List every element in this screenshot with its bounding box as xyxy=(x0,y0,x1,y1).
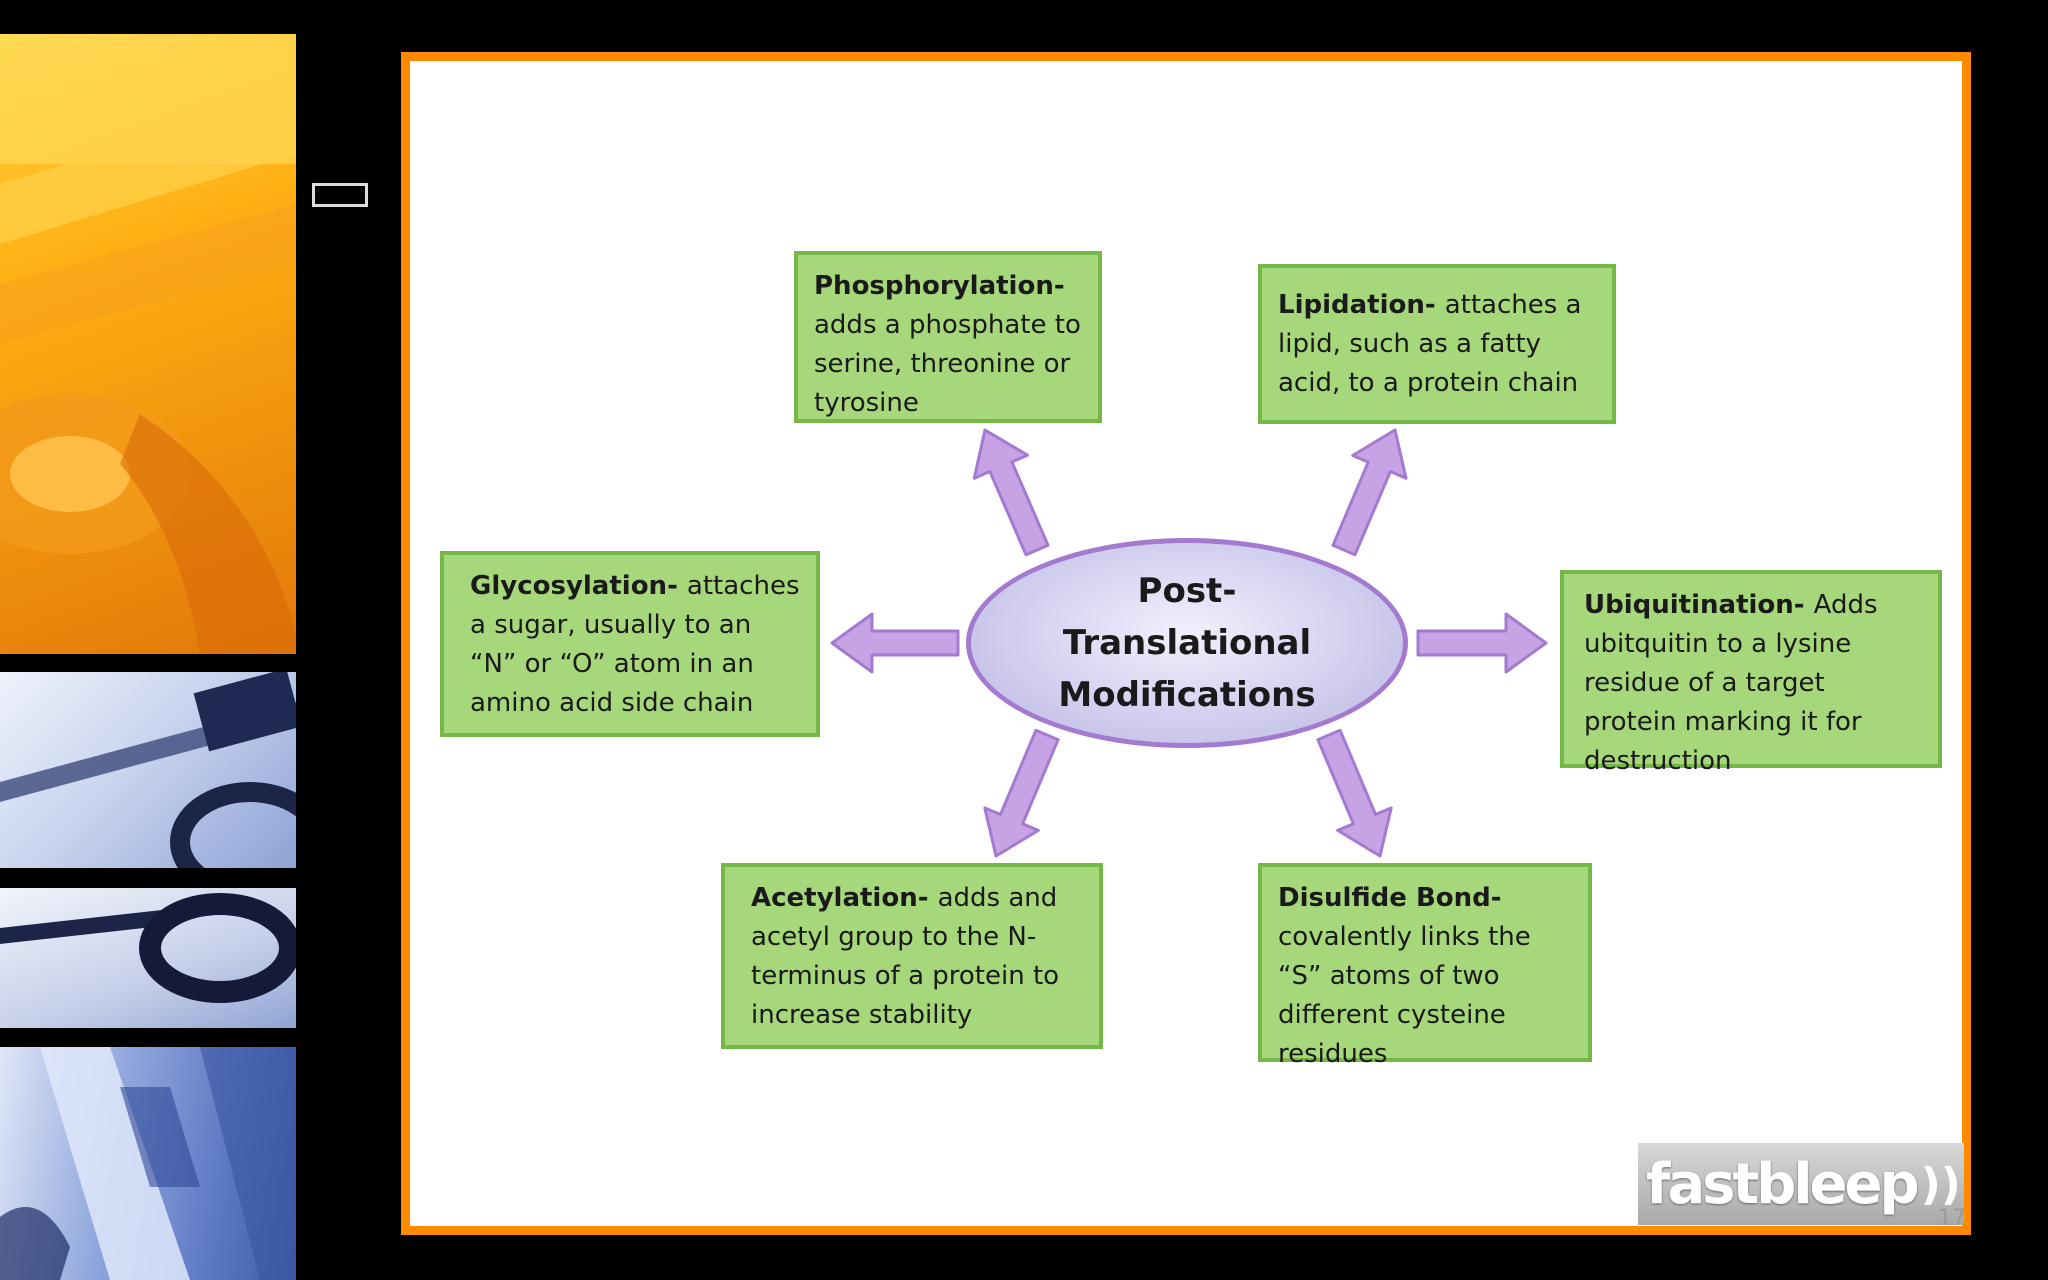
syringe-photo xyxy=(0,1047,296,1280)
center-node-label: Post-Translational Modifications xyxy=(1058,571,1316,715)
stethoscope-blue-photo xyxy=(0,893,296,1003)
arrow-to-lipidation xyxy=(1331,428,1408,557)
medical-tool-photo xyxy=(0,672,296,868)
arrow-to-disulfide xyxy=(1316,728,1393,858)
node-acetylation: Acetylation- adds and acetyl group to th… xyxy=(721,863,1103,1049)
node-lipidation-desc: attaches a lipid, such as a fatty acid, … xyxy=(1278,290,1582,398)
node-phosphorylation-desc: adds a phosphate to serine, threonine or… xyxy=(814,310,1081,418)
node-ubiquitination-term: Ubiquitination- xyxy=(1584,590,1814,620)
node-disulfide-desc: covalently links the “S” atoms of two di… xyxy=(1278,922,1531,1069)
side-photo-orange xyxy=(0,34,296,654)
node-glycosylation-desc: attaches a sugar, usually to an “N” or “… xyxy=(470,571,800,718)
side-photo-blue-2 xyxy=(0,888,296,1028)
node-disulfide: Disulfide Bond- covalently links the “S”… xyxy=(1258,863,1592,1069)
logo-text: fastbleep xyxy=(1646,1151,1920,1217)
node-disulfide-term: Disulfide Bond- xyxy=(1278,883,1502,913)
node-lipidation: Lipidation- attaches a lipid, such as a … xyxy=(1258,264,1616,424)
side-photo-blue-1 xyxy=(0,672,296,868)
arrow-to-ubiquitination xyxy=(1416,612,1548,674)
stethoscope-photo xyxy=(0,34,296,654)
node-phosphorylation-term: Phosphorylation- xyxy=(814,271,1065,301)
center-node: Post-Translational Modifications xyxy=(966,538,1408,748)
node-acetylation-desc: adds and acetyl group to the N-terminus … xyxy=(751,883,1060,1030)
logo-waves-icon: )) xyxy=(1920,1158,1961,1210)
arrow-to-phosphorylation xyxy=(972,428,1050,557)
arrow-to-acetylation xyxy=(983,728,1060,858)
node-acetylation-term: Acetylation- xyxy=(751,883,938,913)
node-phosphorylation: Phosphorylation- adds a phosphate to ser… xyxy=(794,251,1102,423)
node-ubiquitination: Ubiquitination- Adds ubitquitin to a lys… xyxy=(1560,570,1942,776)
node-lipidation-term: Lipidation- xyxy=(1278,290,1445,320)
arrow-to-glycosylation xyxy=(830,612,960,674)
node-glycosylation-term: Glycosylation- xyxy=(470,571,687,601)
slide-number: 17 xyxy=(1938,1206,1966,1231)
node-glycosylation: Glycosylation- attaches a sugar, usually… xyxy=(440,551,820,737)
small-outline-rectangle xyxy=(312,183,368,207)
fastbleep-logo: fastbleep )) xyxy=(1638,1143,1964,1225)
side-photo-syringe xyxy=(0,1047,296,1280)
node-ubiquitination-desc: Adds ubitquitin to a lysine residue of a… xyxy=(1584,590,1878,776)
